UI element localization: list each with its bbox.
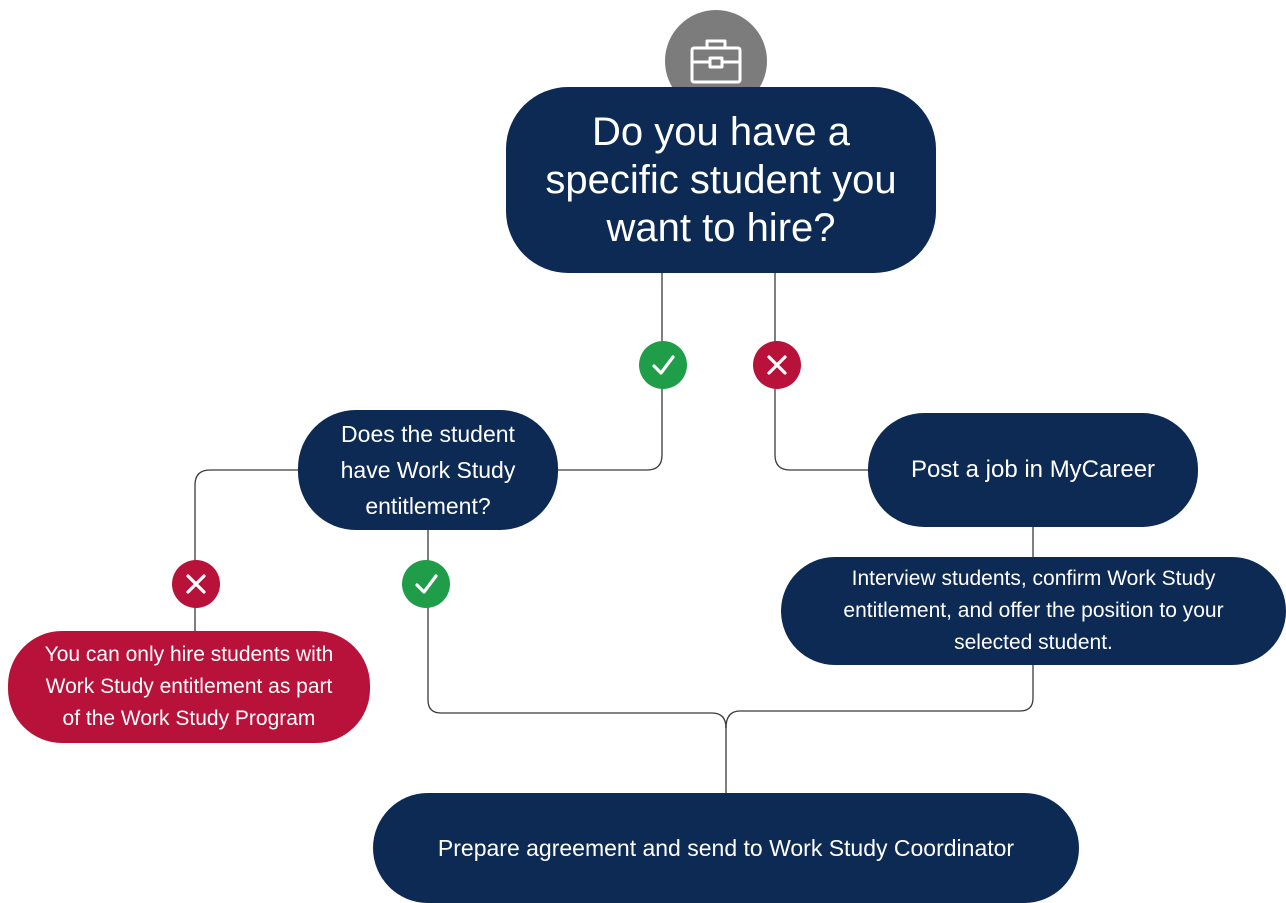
interview-node: Interview students, confirm Work Study e… — [781, 557, 1286, 665]
connector-main-to-entitlement — [556, 273, 663, 471]
main-question-line-2: specific student you — [545, 158, 897, 202]
checkmark-icon — [652, 355, 675, 375]
entitlement-question-line-3: entitlement? — [365, 493, 491, 519]
only-hire-line-2: Work Study entitlement as part — [45, 675, 333, 698]
main-question-line-3: want to hire? — [606, 206, 836, 250]
interview-line-1: Interview students, confirm Work Study — [851, 567, 1216, 590]
entitlement-yes-badge — [402, 560, 450, 608]
prepare-agreement-label: Prepare agreement and send to Work Study… — [437, 835, 1015, 861]
main-question-node: Do you have a specific student you want … — [506, 87, 936, 273]
cross-icon — [767, 355, 787, 375]
main-question-line-1: Do you have a — [592, 110, 850, 154]
only-hire-node: You can only hire students with Work Stu… — [8, 631, 370, 743]
post-job-label: Post a job in MyCareer — [910, 456, 1156, 483]
main-no-badge — [753, 341, 801, 389]
interview-line-3: selected student. — [954, 631, 1113, 654]
connector-main-to-postjob — [774, 273, 870, 471]
entitlement-no-badge — [172, 560, 220, 608]
checkmark-icon — [415, 574, 438, 594]
entitlement-question-node: Does the student have Work Study entitle… — [298, 410, 558, 530]
prepare-agreement-node: Prepare agreement and send to Work Study… — [373, 793, 1079, 903]
entitlement-question-line-1: Does the student — [341, 421, 515, 447]
entitlement-question-line-2: have Work Study — [340, 457, 516, 483]
main-yes-badge — [639, 341, 687, 389]
only-hire-line-3: of the Work Study Program — [62, 707, 316, 730]
connector-entitlement-to-prepare — [427, 530, 727, 729]
briefcase-icon — [690, 39, 742, 84]
only-hire-line-1: You can only hire students with — [44, 643, 334, 666]
connector-interview-to-prepare — [725, 665, 1034, 729]
post-job-node: Post a job in MyCareer — [868, 413, 1198, 527]
connector-entitlement-to-onlyhire — [194, 469, 300, 632]
cross-icon — [186, 574, 206, 594]
interview-line-2: entitlement, and offer the position to y… — [843, 599, 1224, 622]
